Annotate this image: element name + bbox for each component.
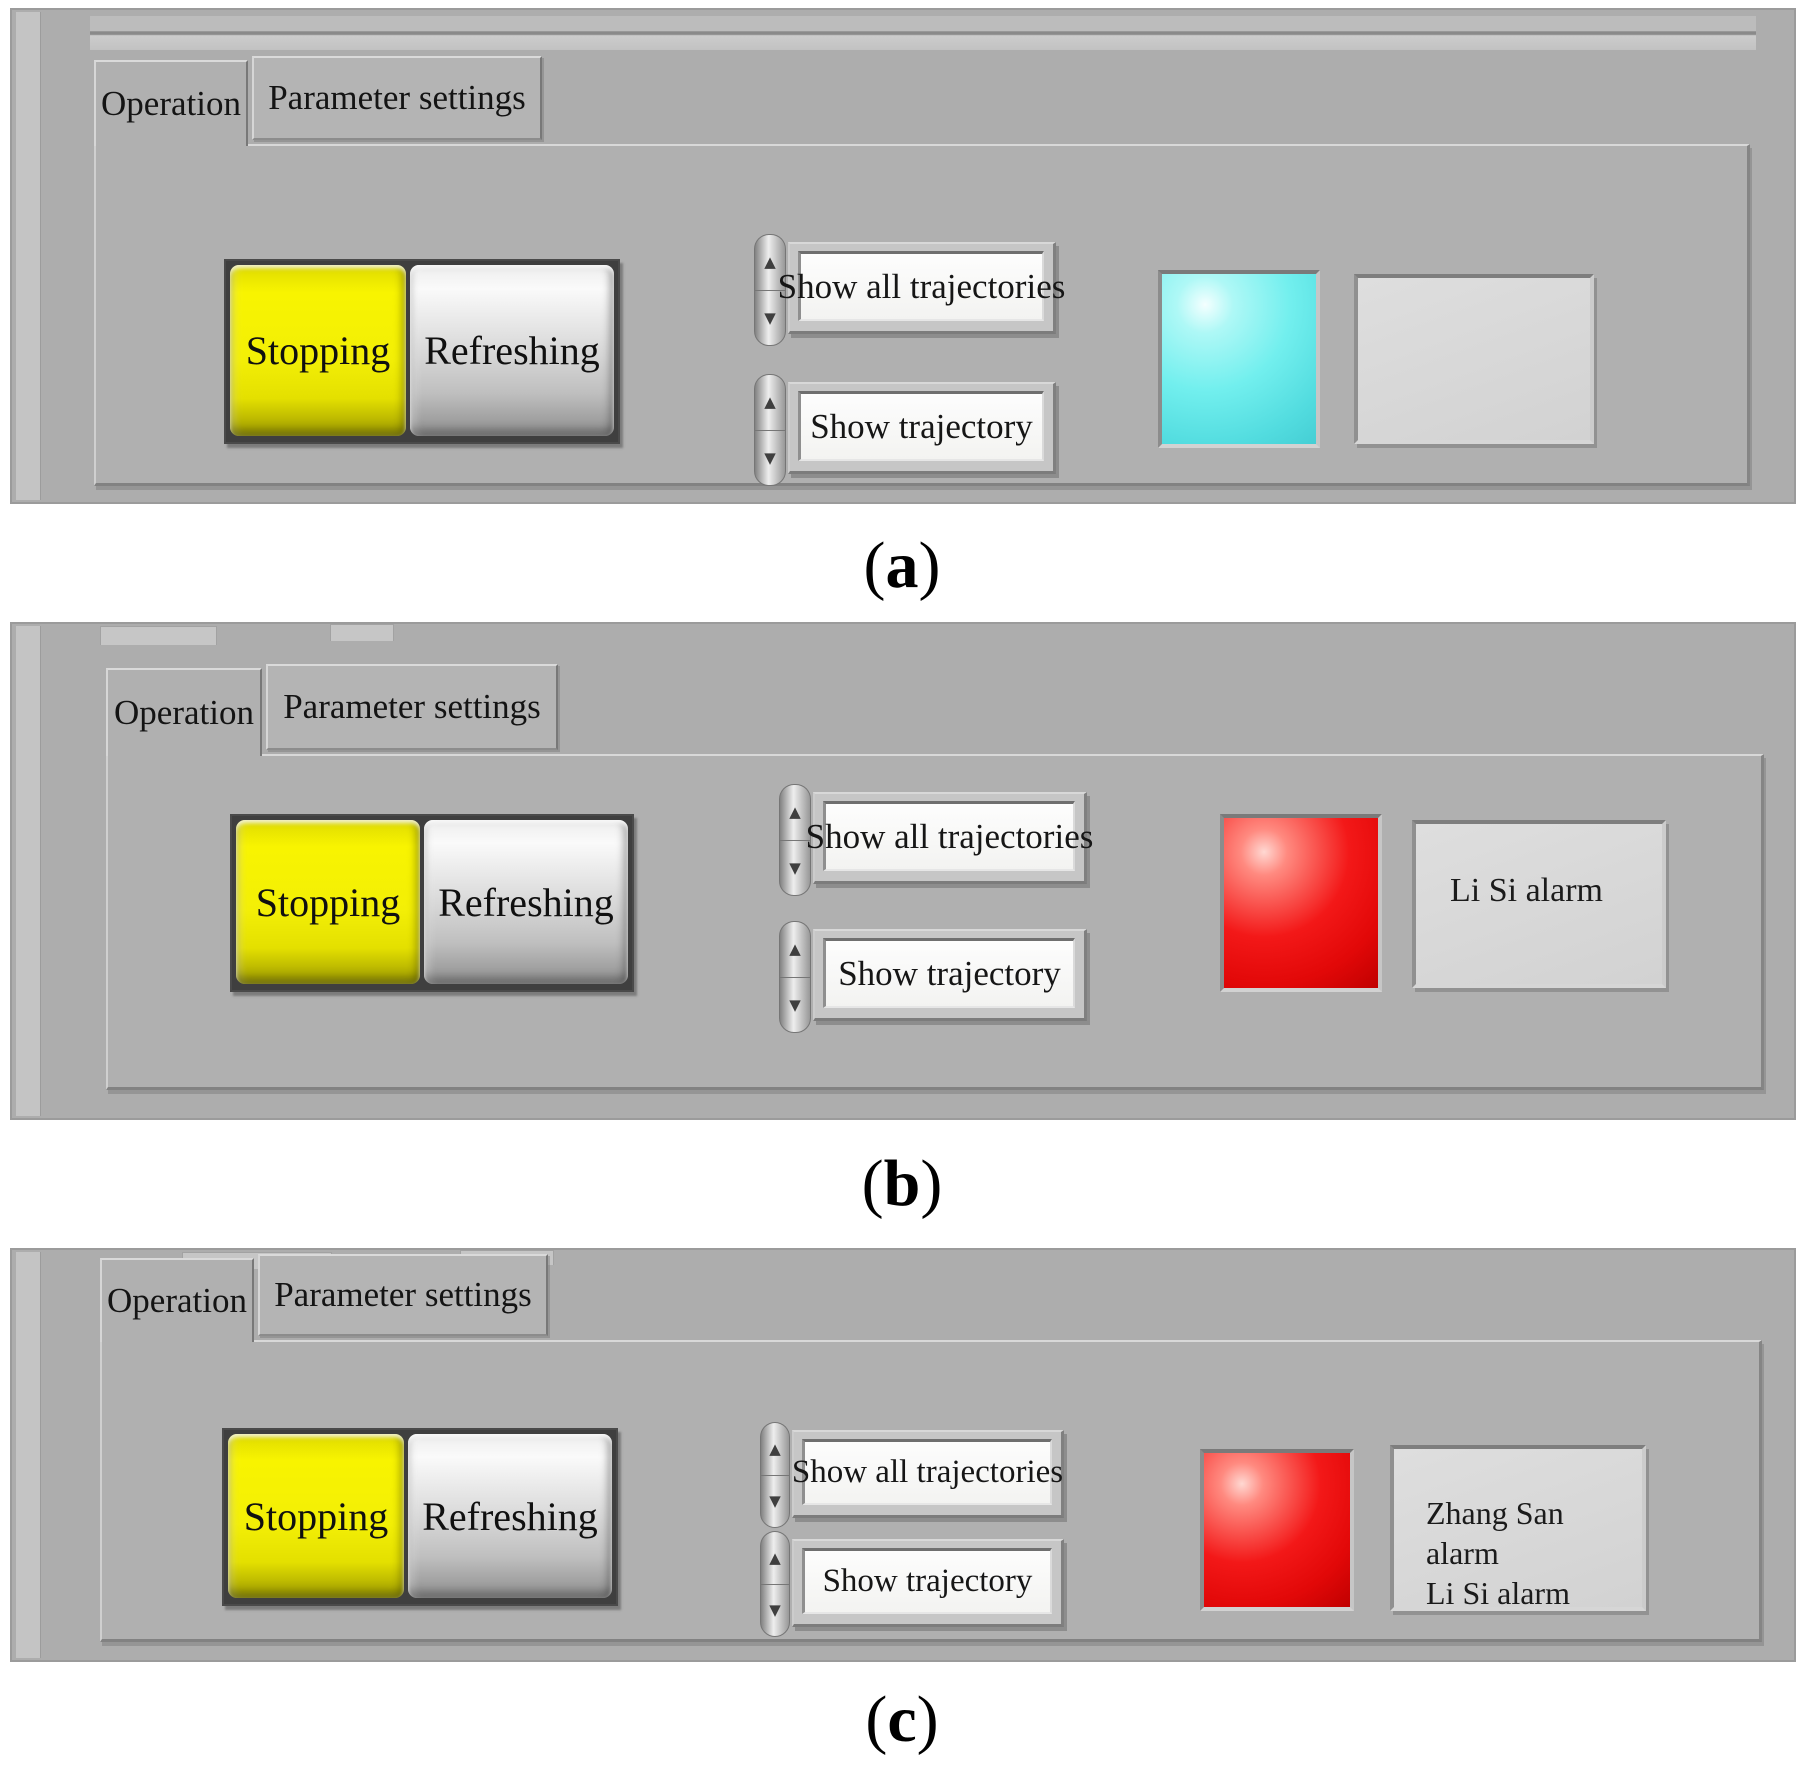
panel-b: Operation Parameter settings Stopping Re…: [10, 622, 1796, 1120]
stop-refresh-button-group: Stopping Refreshing: [224, 259, 620, 444]
refreshing-button-label: Refreshing: [422, 1493, 598, 1539]
refreshing-button-label: Refreshing: [424, 328, 600, 373]
tab-operation[interactable]: Operation: [94, 60, 248, 146]
top-stub: [100, 626, 217, 645]
spinner-down-icon[interactable]: ▼: [779, 976, 811, 1033]
alarm-led-indicator: [1220, 814, 1382, 992]
show-trajectory-value[interactable]: Show trajectory: [802, 1548, 1052, 1614]
tab-operation[interactable]: Operation: [106, 668, 262, 756]
spinner-down-icon[interactable]: ▼: [754, 289, 786, 346]
alarm-led-fill: [1224, 818, 1378, 988]
caption-open-paren: (: [863, 529, 886, 602]
top-stub: [330, 624, 394, 641]
spinner-down-icon[interactable]: ▼: [760, 1474, 790, 1528]
tab-page-operation: Stopping Refreshing ▲ ▼ Show all traject…: [100, 1340, 1762, 1642]
panel-a: Operation Parameter settings Stopping Re…: [10, 8, 1796, 504]
stop-refresh-button-group: Stopping Refreshing: [222, 1428, 618, 1606]
tab-parameter-settings[interactable]: Parameter settings: [258, 1254, 548, 1336]
top-groove: [90, 16, 1756, 50]
caption-close-paren: ): [920, 1147, 943, 1220]
alarm-text-line: Li Si alarm: [1450, 872, 1603, 909]
tab-operation[interactable]: Operation: [100, 1258, 254, 1342]
tab-page-operation: Stopping Refreshing ▲ ▼ Show all traject…: [106, 754, 1764, 1090]
show-trajectory-value[interactable]: Show trajectory: [798, 391, 1044, 461]
show-all-trajectories-spinner: ▲ ▼: [754, 234, 786, 346]
tab-parameter-settings-label: Parameter settings: [274, 1275, 532, 1314]
show-all-trajectories-dropdown[interactable]: Show all trajectories: [792, 1430, 1064, 1518]
show-all-trajectories-value[interactable]: Show all trajectories: [778, 251, 1065, 321]
tab-operation-label: Operation: [107, 1281, 247, 1320]
caption-open-paren: (: [865, 1683, 888, 1756]
refreshing-button[interactable]: Refreshing: [410, 265, 614, 436]
panel-c-caption: (c): [0, 1672, 1804, 1768]
alarm-text-box: [1354, 274, 1594, 444]
tab-operation-label: Operation: [114, 693, 254, 732]
show-trajectory-value[interactable]: Show trajectory: [823, 938, 1075, 1008]
tab-parameter-settings-label: Parameter settings: [268, 78, 526, 117]
stopping-button[interactable]: Stopping: [228, 1434, 404, 1598]
panel-c: Operation Parameter settings Stopping Re…: [10, 1248, 1796, 1662]
alarm-text-box: Li Si alarm: [1412, 820, 1666, 988]
stop-refresh-button-group: Stopping Refreshing: [230, 814, 634, 992]
tab-page-operation: Stopping Refreshing ▲ ▼ Show all traject…: [94, 144, 1750, 486]
left-edge-strip: [16, 12, 41, 500]
refreshing-button-label: Refreshing: [438, 879, 614, 925]
tab-parameter-settings[interactable]: Parameter settings: [266, 664, 558, 750]
show-trajectory-dropdown[interactable]: Show trajectory: [788, 382, 1056, 474]
show-trajectory-spinner: ▲ ▼: [779, 921, 811, 1033]
spinner-up-icon[interactable]: ▲: [779, 921, 811, 977]
spinner-down-icon[interactable]: ▼: [754, 429, 786, 486]
alarm-led-indicator: [1200, 1449, 1354, 1611]
stopping-button-label: Stopping: [245, 328, 391, 373]
spinner-down-icon[interactable]: ▼: [760, 1583, 790, 1637]
spinner-up-icon[interactable]: ▲: [754, 234, 786, 290]
left-edge-strip: [16, 626, 41, 1116]
show-trajectory-dropdown[interactable]: Show trajectory: [813, 929, 1087, 1021]
stopping-button[interactable]: Stopping: [230, 265, 406, 436]
caption-letter: c: [887, 1683, 917, 1756]
left-edge-strip: [16, 1252, 41, 1658]
tab-operation-label: Operation: [101, 84, 241, 123]
show-all-trajectories-dropdown[interactable]: Show all trajectories: [778, 242, 1065, 334]
spinner-up-icon[interactable]: ▲: [779, 784, 811, 840]
stopping-button-label: Stopping: [255, 879, 401, 925]
show-all-trajectories-value[interactable]: Show all trajectories: [806, 801, 1093, 871]
spinner-up-icon[interactable]: ▲: [760, 1531, 790, 1584]
caption-close-paren: ): [918, 529, 941, 602]
caption-open-paren: (: [861, 1147, 884, 1220]
alarm-led-fill: [1162, 274, 1316, 444]
tab-parameter-settings-label: Parameter settings: [283, 687, 541, 726]
spinner-up-icon[interactable]: ▲: [754, 374, 786, 430]
show-all-trajectories-dropdown[interactable]: Show all trajectories: [806, 792, 1093, 884]
alarm-text-box: Zhang San alarm Li Si alarm: [1390, 1445, 1646, 1611]
alarm-text-line: Zhang San alarm: [1426, 1495, 1564, 1571]
panel-b-caption: (b): [0, 1136, 1804, 1232]
show-trajectory-spinner: ▲ ▼: [754, 374, 786, 486]
alarm-led-fill: [1204, 1453, 1350, 1607]
stopping-button[interactable]: Stopping: [236, 820, 420, 984]
show-trajectory-dropdown[interactable]: Show trajectory: [792, 1539, 1064, 1627]
alarm-text-line: Li Si alarm: [1426, 1575, 1570, 1611]
show-trajectory-spinner: ▲ ▼: [760, 1531, 790, 1637]
panel-a-caption: (a): [0, 518, 1804, 614]
caption-letter: b: [883, 1147, 921, 1220]
show-all-trajectories-spinner: ▲ ▼: [760, 1422, 790, 1528]
caption-letter: a: [885, 529, 919, 602]
tab-parameter-settings[interactable]: Parameter settings: [252, 56, 542, 140]
show-all-trajectories-spinner: ▲ ▼: [779, 784, 811, 896]
alarm-led-indicator: [1158, 270, 1320, 448]
spinner-up-icon[interactable]: ▲: [760, 1422, 790, 1475]
refreshing-button[interactable]: Refreshing: [424, 820, 628, 984]
spinner-down-icon[interactable]: ▼: [779, 839, 811, 896]
show-all-trajectories-value[interactable]: Show all trajectories: [792, 1439, 1063, 1505]
refreshing-button[interactable]: Refreshing: [408, 1434, 612, 1598]
caption-close-paren: ): [916, 1683, 939, 1756]
stopping-button-label: Stopping: [243, 1493, 389, 1539]
